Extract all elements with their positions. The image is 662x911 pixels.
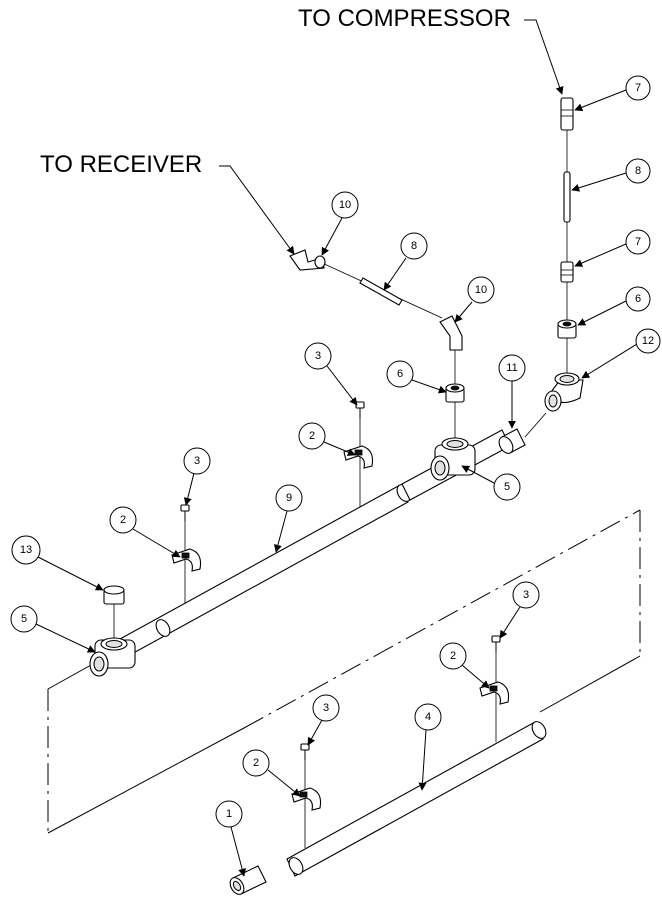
balloon-label: 3	[315, 350, 321, 362]
tube-part-8-right	[563, 171, 571, 223]
clamp-part-2-lower-right	[479, 681, 510, 705]
balloon-7-top: 7	[574, 75, 651, 112]
balloon-label: 10	[339, 199, 351, 211]
balloon-label: 11	[506, 362, 517, 374]
label-to-compressor: TO COMPRESSOR	[298, 5, 564, 95]
screw-part-3-lower-right	[491, 635, 501, 652]
coupling-part-11	[498, 412, 547, 454]
balloon-8-mid: 8	[383, 232, 428, 291]
balloon-3-left: 3	[183, 447, 211, 506]
balloon-3-upper: 3	[304, 342, 358, 406]
dash-dot-continuation	[47, 509, 641, 834]
balloon-label: 9	[286, 492, 292, 504]
clamp-part-2-lower	[291, 787, 322, 811]
balloon-2-lower: 2	[242, 749, 301, 797]
balloon-label: 1	[226, 808, 232, 820]
bushing-part-6-center	[445, 383, 465, 403]
balloon-8-right: 8	[571, 158, 651, 192]
balloon-label: 10	[475, 284, 487, 296]
fitting-part-7-lower	[560, 261, 574, 283]
plug-part-13	[103, 585, 125, 605]
clamp-part-2-upper	[343, 445, 374, 469]
balloon-label: 2	[450, 650, 456, 662]
elbow-part-12	[544, 372, 584, 412]
balloon-label: 12	[642, 335, 654, 347]
tee-fitting-left	[89, 637, 136, 677]
fitting-part-7-top	[560, 97, 574, 131]
balloon-7-lower: 7	[574, 229, 651, 267]
balloon-12: 12	[581, 328, 661, 379]
balloon-label: 2	[120, 514, 126, 526]
balloon-5-left: 5	[10, 605, 96, 653]
balloon-label: 13	[20, 544, 32, 556]
balloon-2-upper: 2	[298, 422, 356, 456]
bushing-part-6-right	[557, 319, 577, 339]
balloon-6-right: 6	[577, 286, 651, 326]
pipe-part-4	[286, 721, 547, 877]
balloon-label: 7	[635, 82, 641, 94]
screw-part-3-left	[180, 504, 190, 521]
balloon-11: 11	[498, 354, 526, 429]
screw-part-3-upper	[355, 401, 365, 418]
balloon-2-left: 2	[109, 506, 181, 558]
pipe-part-9	[119, 484, 412, 657]
balloon-label: 3	[194, 455, 200, 467]
balloon-1: 1	[215, 800, 247, 877]
balloon-10-mid: 10	[454, 276, 495, 323]
elbow-part-10-top	[289, 249, 326, 271]
balloon-label: 2	[309, 430, 315, 442]
balloon-13: 13	[11, 535, 104, 591]
balloon-4: 4	[414, 703, 442, 791]
balloon-label: 8	[411, 240, 417, 252]
balloon-5-tee: 5	[461, 465, 521, 501]
balloon-2-lower-right: 2	[439, 642, 490, 689]
tube-part-8-center	[359, 277, 403, 306]
balloon-label: 3	[523, 589, 529, 601]
balloon-10-top: 10	[321, 191, 359, 256]
balloon-label: 8	[635, 165, 641, 177]
coupling-part-1	[229, 865, 267, 895]
label-to-receiver: TO RECEIVER	[40, 151, 295, 255]
screw-part-3-lower	[300, 743, 310, 760]
balloon-label: 6	[397, 368, 403, 380]
balloon-label: 5	[504, 481, 510, 493]
balloon-label: 2	[253, 757, 259, 769]
to-receiver-text: TO RECEIVER	[40, 151, 202, 178]
balloon-3-lower-right: 3	[499, 581, 540, 639]
balloon-label: 6	[635, 293, 641, 305]
balloon-label: 4	[425, 711, 431, 723]
balloon-3-lower: 3	[307, 694, 340, 746]
elbow-part-10-center	[439, 315, 463, 351]
balloon-9: 9	[274, 484, 303, 553]
balloon-6-mid: 6	[386, 360, 447, 394]
balloon-label: 3	[323, 702, 329, 714]
to-compressor-text: TO COMPRESSOR	[298, 5, 511, 32]
balloon-label: 7	[635, 236, 641, 248]
clamp-part-2-left	[171, 548, 202, 572]
balloon-label: 5	[21, 613, 27, 625]
